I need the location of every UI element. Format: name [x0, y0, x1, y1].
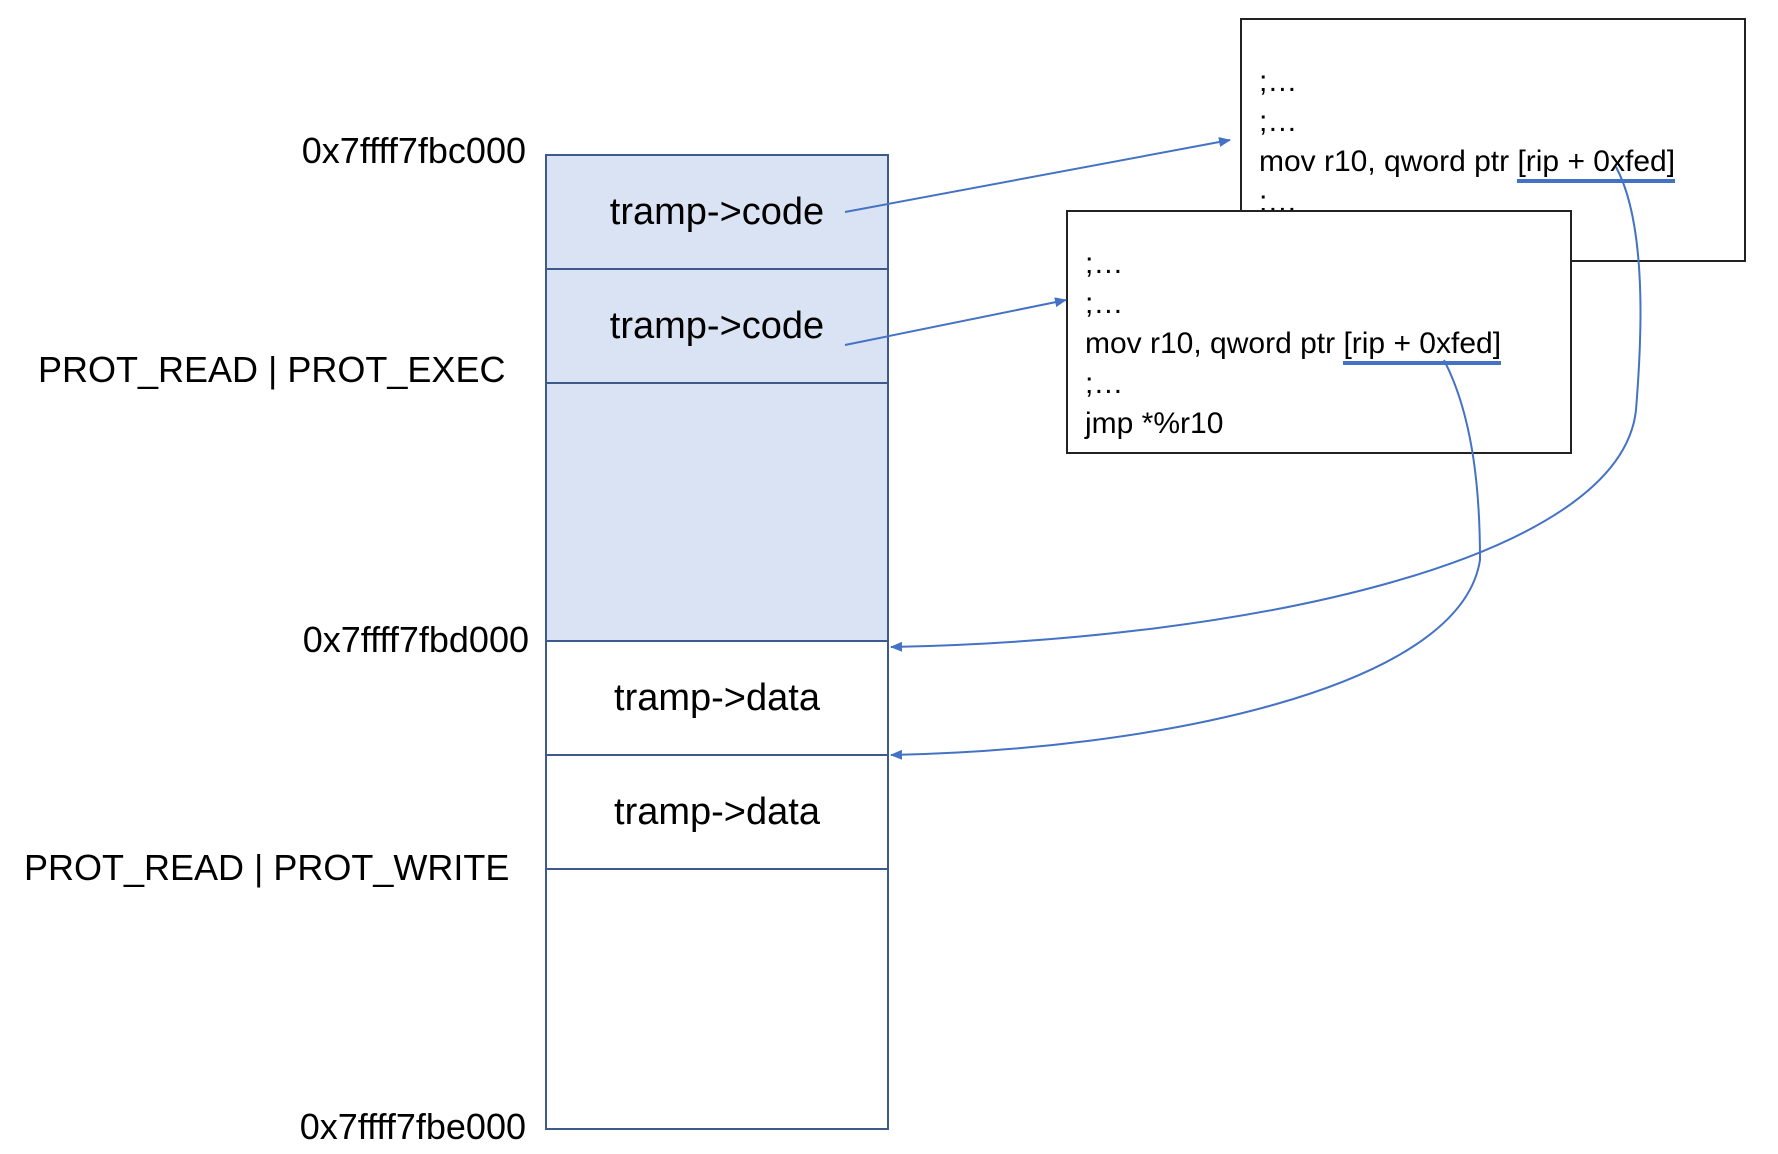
code-slot-1: tramp->code	[547, 156, 887, 270]
protection-label-code: PROT_READ | PROT_EXEC	[38, 349, 506, 390]
code-front-rip-operand: [rip + 0xfed]	[1343, 327, 1502, 360]
code-back-line-1: ;…	[1259, 65, 1298, 98]
code-front-line-3: mov r10, qword ptr [rip + 0xfed]	[1085, 324, 1570, 364]
code-back-line-3: mov r10, qword ptr [rip + 0xfed]	[1259, 142, 1744, 182]
code-back-instruction: mov r10, qword ptr	[1259, 145, 1518, 178]
code-slot-2-label: tramp->code	[609, 304, 825, 347]
arrow-code1-to-back-box	[844, 137, 1231, 213]
code-front-line-5: jmp *%r10	[1085, 407, 1224, 440]
address-label-bottom: 0x7ffff7fbe000	[299, 1106, 526, 1147]
address-label-middle: 0x7ffff7fbd000	[302, 619, 529, 660]
memory-column: tramp->code tramp->code tramp->data tram…	[545, 154, 889, 1130]
code-front-instruction: mov r10, qword ptr	[1085, 327, 1344, 360]
code-front-line-2: ;…	[1085, 287, 1124, 320]
protection-label-data: PROT_READ | PROT_WRITE	[24, 847, 510, 888]
code-box-front: ;… ;… mov r10, qword ptr [rip + 0xfed] ;…	[1066, 210, 1572, 454]
data-slot-1-label: tramp->data	[614, 676, 820, 719]
code-front-line-4: ;…	[1085, 367, 1124, 400]
data-slot-2-label: tramp->data	[614, 790, 820, 833]
code-back-rip-operand: [rip + 0xfed]	[1517, 145, 1676, 178]
data-slot-2: tramp->data	[547, 756, 887, 870]
code-front-line-1: ;…	[1085, 247, 1124, 280]
page-boundary	[547, 384, 887, 642]
code-back-line-2: ;…	[1259, 105, 1298, 138]
address-label-top: 0x7ffff7fbc000	[301, 130, 526, 171]
code-slot-1-label: tramp->code	[609, 190, 825, 233]
code-slot-2: tramp->code	[547, 270, 887, 384]
exec-region	[547, 156, 887, 642]
data-slot-1: tramp->data	[547, 642, 887, 756]
